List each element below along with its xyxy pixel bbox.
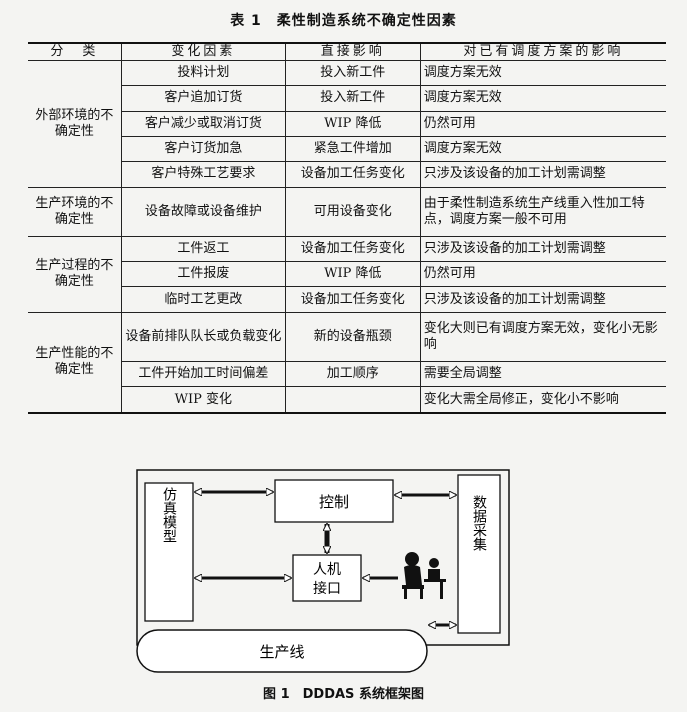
header-factor: 变化因素: [120, 42, 286, 61]
factor-cell: 工件开始加工时间偏差: [121, 360, 286, 388]
table-row: 外部环境的不确定性投料计划投入新工件调度方案无效: [28, 59, 666, 188]
category-cell: 生产过程的不确定性: [28, 235, 122, 313]
direct-cell: 加工顺序: [284, 360, 421, 388]
production-line-label: 生产线: [259, 643, 304, 661]
direct-cell: 可用设备变化: [284, 186, 421, 237]
table-row: 生产环境的不确定性设备故障或设备维护可用设备变化由于柔性制造系统生产线重入性加工…: [28, 186, 666, 237]
operator-at-desk-icon: [402, 552, 446, 599]
factor-cell: 客户追加订货: [121, 85, 286, 112]
direct-cell: 投入新工件: [284, 59, 421, 87]
simulation-model-box: [144, 482, 194, 622]
effect-cell: 调度方案无效: [419, 59, 666, 87]
header-category: 分 类: [28, 42, 122, 61]
direct-cell: 紧急工件增加: [284, 135, 421, 163]
factor-cell: 设备故障或设备维护: [120, 186, 286, 237]
table-title: 表 1 柔性制造系统不确定性因素: [230, 13, 457, 29]
hmi-label-line1: 人机: [313, 562, 341, 578]
direct-cell: WIP 降低: [284, 110, 421, 137]
effect-cell: 调度方案无效: [419, 135, 666, 163]
category-cell: 外部环境的不确定性: [28, 60, 122, 188]
effect-cell: 仍然可用: [419, 261, 666, 288]
data-collection-box: [457, 474, 501, 634]
table-row: 生产性能的不确定性设备前排队队长或负载变化新的设备瓶颈变化大则已有调度方案无效，…: [28, 311, 666, 414]
table-header-row: 分 类 变化因素 直接影响 对已有调度方案的影响: [28, 42, 666, 61]
factor-cell: 客户订货加急: [121, 135, 286, 163]
table-row: 客户特殊工艺要求设备加工任务变化只涉及该设备的加工计划需调整: [28, 161, 666, 188]
table-row: 客户订货加急紧急工件增加调度方案无效: [28, 135, 666, 163]
hmi-box: [292, 554, 362, 602]
factor-cell: 投料计划: [120, 59, 286, 87]
table-row: WIP 变化 变化大需全局修正，变化小不影响: [28, 386, 666, 414]
control-box: [274, 479, 394, 523]
direct-cell: 投入新工件: [284, 85, 421, 112]
effect-cell: 变化大需全局修正，变化小不影响: [419, 386, 666, 414]
table-row: 生产过程的不确定性工件返工设备加工任务变化只涉及该设备的加工计划需调整: [28, 235, 666, 313]
direct-cell: 设备加工任务变化: [284, 286, 421, 313]
factor-cell: WIP 变化: [121, 386, 286, 414]
factor-cell: 设备前排队队长或负载变化: [120, 311, 286, 362]
effect-cell: 只涉及该设备的加工计划需调整: [419, 161, 666, 188]
data-collection-label: 数据采集: [471, 495, 487, 551]
category-cell: 生产性能的不确定性: [28, 311, 122, 414]
direct-cell: 设备加工任务变化: [284, 161, 421, 188]
effect-cell: 调度方案无效: [419, 85, 666, 112]
figure-caption: 图 1 DDDAS 系统框架图: [263, 687, 424, 702]
effect-cell: 只涉及该设备的加工计划需调整: [419, 286, 666, 313]
factor-cell: 客户特殊工艺要求: [121, 161, 286, 188]
factor-cell: 临时工艺更改: [121, 286, 286, 313]
header-direct: 直接影响: [284, 42, 421, 61]
table-row: 临时工艺更改设备加工任务变化只涉及该设备的加工计划需调整: [28, 286, 666, 313]
factor-cell: 工件报废: [121, 261, 286, 288]
production-line-capsule: [136, 629, 428, 673]
header-effect: 对已有调度方案的影响: [419, 42, 666, 61]
factor-cell: 客户减少或取消订货: [121, 110, 286, 137]
direct-cell: WIP 降低: [284, 261, 421, 288]
effect-cell: 仍然可用: [419, 110, 666, 137]
control-label: 控制: [319, 493, 349, 511]
direct-cell: 新的设备瓶颈: [284, 311, 421, 362]
uncertainty-table: 分 类 变化因素 直接影响 对已有调度方案的影响 外部环境的不确定性投料计划投入…: [28, 42, 666, 414]
table-row: 工件开始加工时间偏差加工顺序需要全局调整: [28, 360, 666, 388]
dddas-framework-diagram: 控制 仿真模型 数据采集 人机 接口 生产线: [136, 469, 510, 673]
effect-cell: 变化大则已有调度方案无效，变化小无影响: [419, 311, 666, 362]
simulation-model-label: 仿真模型: [161, 487, 177, 543]
direct-cell: [284, 386, 421, 414]
category-cell: 生产环境的不确定性: [28, 186, 122, 237]
effect-cell: 需要全局调整: [419, 360, 666, 388]
factor-cell: 工件返工: [120, 235, 286, 263]
effect-cell: 只涉及该设备的加工计划需调整: [419, 235, 666, 263]
effect-cell: 由于柔性制造系统生产线重入性加工特点，调度方案一般不可用: [419, 186, 666, 237]
table-row: 客户追加订货投入新工件调度方案无效: [28, 85, 666, 112]
hmi-label-line2: 接口: [313, 580, 341, 597]
direct-cell: 设备加工任务变化: [284, 235, 421, 263]
